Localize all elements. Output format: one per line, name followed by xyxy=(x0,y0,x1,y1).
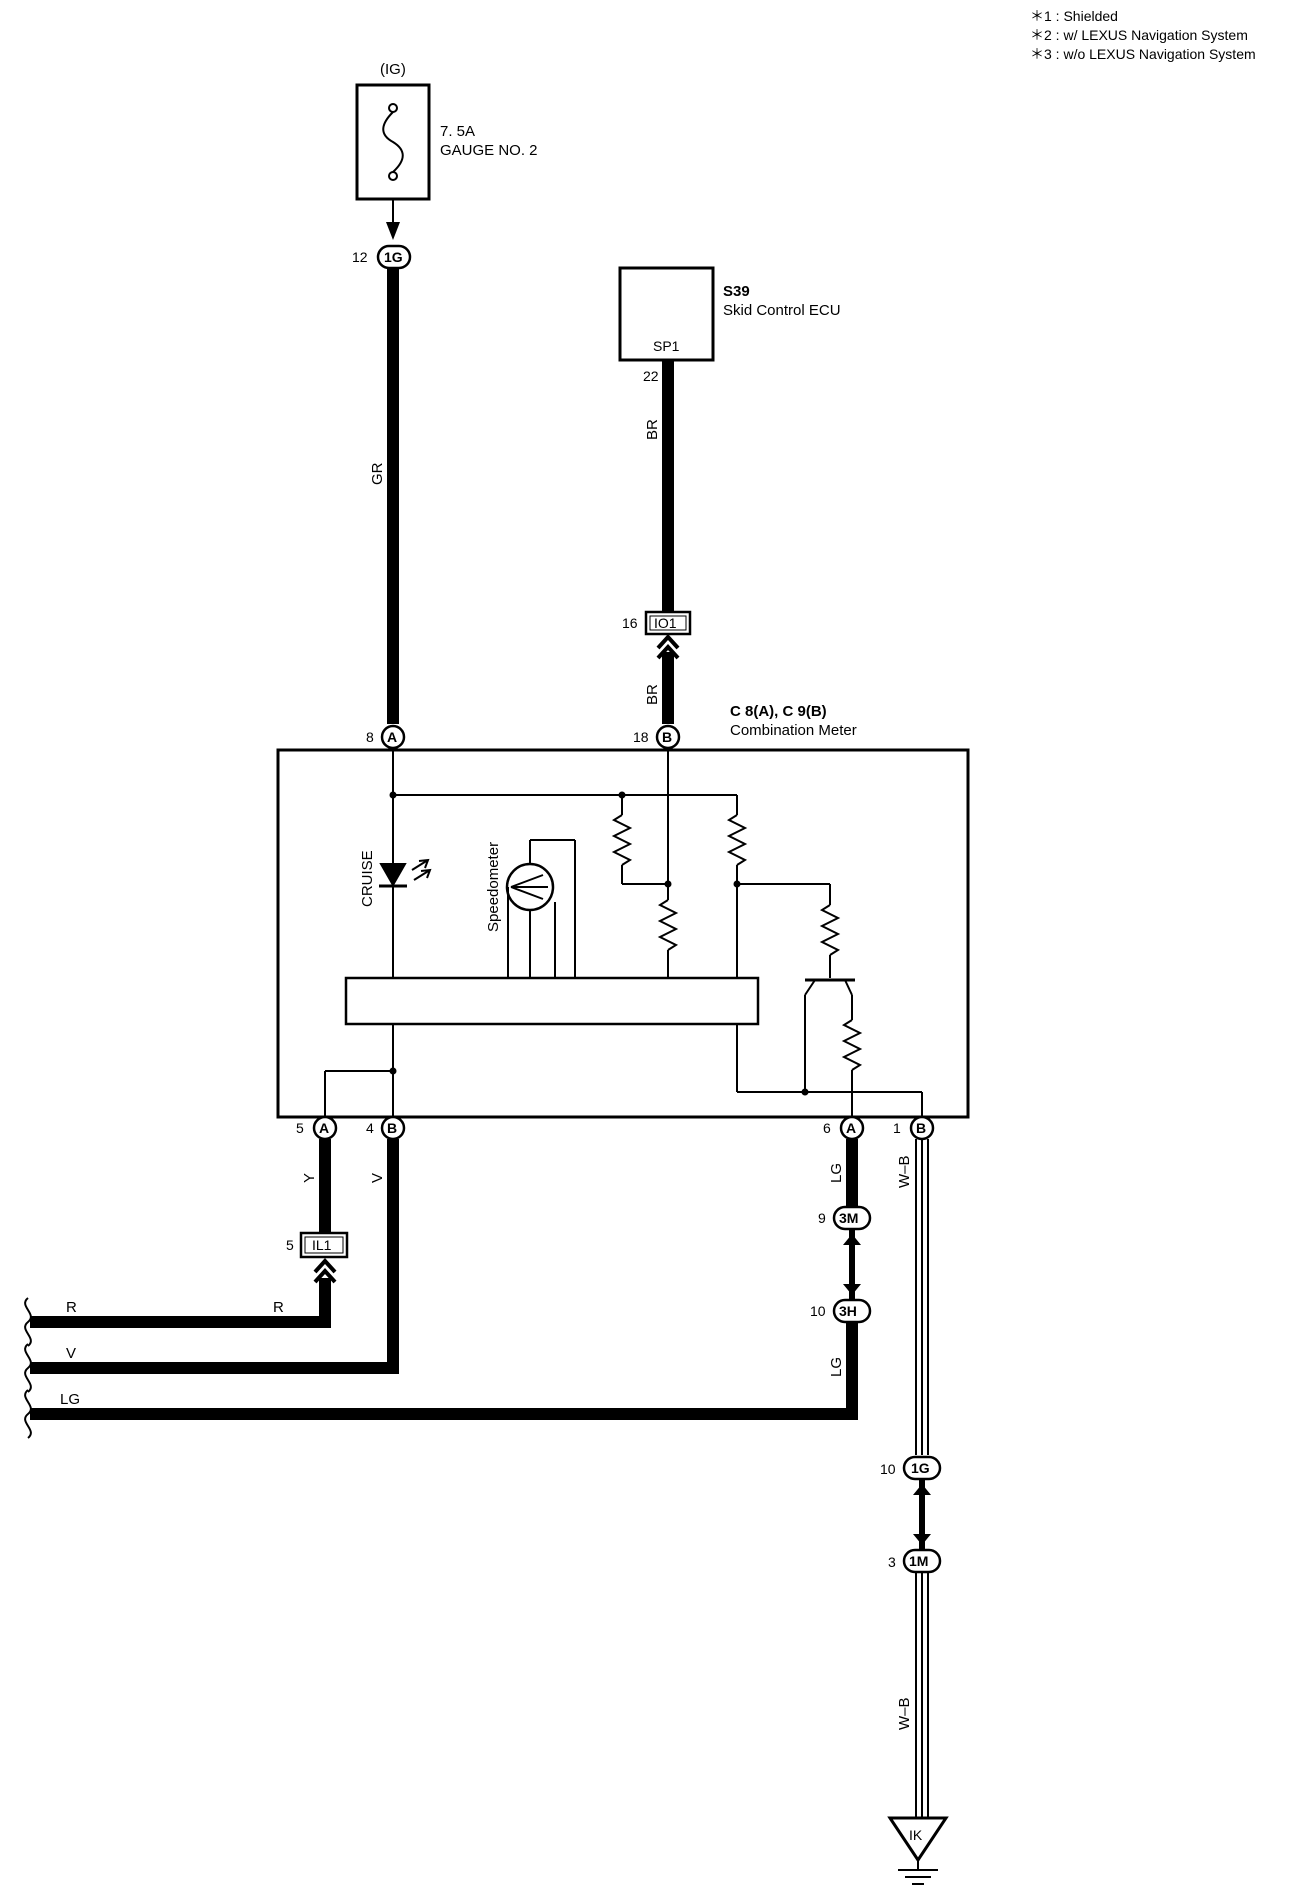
pin-b4-id: B xyxy=(387,1120,397,1136)
pin-a6-no: 6 xyxy=(823,1120,831,1136)
fuse-source-label: (IG) xyxy=(380,61,406,78)
pin-a6-id: A xyxy=(846,1120,856,1136)
wire-wb-lower-label: W–B xyxy=(896,1697,913,1730)
pin-b4-no: 4 xyxy=(366,1120,374,1136)
ecu-box xyxy=(618,266,715,362)
pin-b18-no: 18 xyxy=(633,729,649,745)
fuse-rating: 7. 5A xyxy=(440,123,475,140)
pin-a8-no: 8 xyxy=(366,729,374,745)
pin-a5-id: A xyxy=(319,1120,329,1136)
ground-id: IK xyxy=(909,1827,923,1843)
pin-a5-no: 5 xyxy=(296,1120,304,1136)
ecu-name: Skid Control ECU xyxy=(723,302,841,319)
wire-y-label: Y xyxy=(301,1173,318,1183)
pin-a8-id: A xyxy=(387,729,397,745)
cruise-label: CRUISE xyxy=(359,850,376,907)
meter-internal-circuit xyxy=(324,748,923,1117)
wire-br-upper-label: BR xyxy=(644,419,661,440)
wire-r xyxy=(30,1278,331,1328)
male-terminal-icon xyxy=(843,1284,861,1295)
conn-1g-bot-id: 1G xyxy=(911,1460,930,1476)
wire-break-icon xyxy=(24,1297,32,1439)
wire-v-label-left: V xyxy=(66,1345,76,1362)
conn-1m-pin: 3 xyxy=(888,1554,896,1570)
wire-gr-label: GR xyxy=(369,462,386,485)
female-terminal-icon xyxy=(843,1234,861,1245)
wire-r-label-left: R xyxy=(66,1299,77,1316)
ground-point xyxy=(887,1816,949,1863)
ground-icon xyxy=(898,1860,938,1885)
speedometer-label: Speedometer xyxy=(485,842,502,932)
wire-wb-upper xyxy=(915,1139,929,1455)
conn-io1-id: IO1 xyxy=(654,615,677,631)
note-1: ＊1 : Shielded xyxy=(1030,8,1118,24)
ecu-pin-label: SP1 xyxy=(653,338,680,354)
conn-3m-id: 3M xyxy=(839,1210,858,1226)
wire-lg-lower xyxy=(30,1322,858,1420)
wire-wb-upper-label: W–B xyxy=(896,1155,913,1188)
conn-3h-pin: 10 xyxy=(810,1303,826,1319)
wire-v-label: V xyxy=(369,1173,386,1183)
meter-name: Combination Meter xyxy=(730,722,857,739)
pin-b1-id: B xyxy=(916,1120,926,1136)
fuse-icon xyxy=(382,103,404,181)
wire-br-lower-label: BR xyxy=(644,684,661,705)
wire-wb-lower xyxy=(915,1572,929,1818)
wire-lg-upper-label: LG xyxy=(828,1163,845,1183)
pin-b18-id: B xyxy=(662,729,672,745)
ecu-pin-no: 22 xyxy=(643,368,659,384)
female-terminal-icon xyxy=(313,1258,337,1284)
wire-r-label-right: R xyxy=(273,1299,284,1316)
conn-3h-id: 3H xyxy=(839,1303,857,1319)
conn-io1 xyxy=(644,610,692,636)
female-terminal-icon xyxy=(656,634,680,660)
wire-lg-lower-label: LG xyxy=(828,1357,845,1377)
wire-v xyxy=(30,1139,399,1374)
note-3: ＊3 : w/o LEXUS Navigation System xyxy=(1030,46,1256,62)
wire-lg-label-left: LG xyxy=(60,1391,80,1408)
conn-il1-pin: 5 xyxy=(286,1237,294,1253)
conn-3m-pin: 9 xyxy=(818,1210,826,1226)
meter-codes: C 8(A), C 9(B) xyxy=(730,703,827,720)
fuse-name: GAUGE NO. 2 xyxy=(440,142,538,159)
conn-1m-id: 1M xyxy=(909,1553,928,1569)
female-terminal-icon xyxy=(913,1484,931,1495)
conn-io1-pin: 16 xyxy=(622,615,638,631)
pin-b1-no: 1 xyxy=(893,1120,901,1136)
note-2: ＊2 : w/ LEXUS Navigation System xyxy=(1030,27,1248,43)
conn-1g-bot-pin: 10 xyxy=(880,1461,896,1477)
conn-1g-top-pin: 12 xyxy=(352,249,368,265)
conn-1g-top-id: 1G xyxy=(384,249,403,265)
male-terminal-icon xyxy=(913,1534,931,1545)
ecu-code: S39 xyxy=(723,283,750,300)
male-terminal-icon xyxy=(386,222,400,240)
conn-il1-id: IL1 xyxy=(312,1237,332,1253)
combination-meter-box xyxy=(276,748,970,1119)
